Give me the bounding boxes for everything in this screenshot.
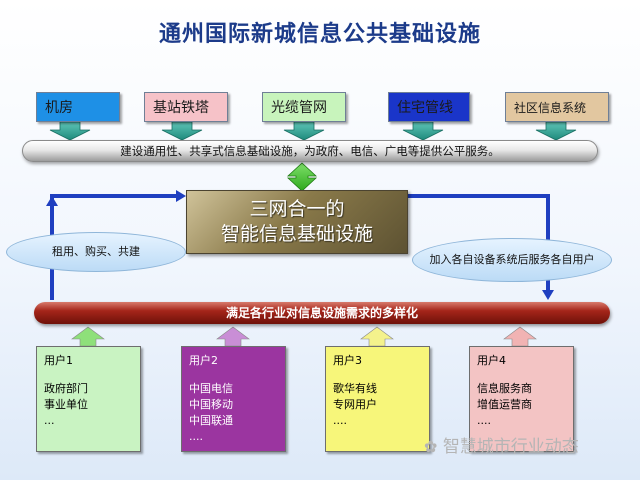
- user-title: 用户2: [189, 354, 218, 367]
- ellipse-left: 租用、购买、共建: [6, 232, 186, 272]
- diversified-demand-bar: 满足各行业对信息设施需求的多样化: [34, 302, 610, 324]
- user-line: 信息服务商: [477, 382, 532, 395]
- user-line: 政府部门: [44, 382, 88, 395]
- user-line: 事业单位: [44, 398, 88, 411]
- top-box-shequ: 社区信息系统: [505, 92, 609, 122]
- center-double-arrow: [286, 162, 318, 192]
- user-line: ....: [477, 414, 491, 427]
- user-line: 中国移动: [189, 398, 233, 411]
- top-box-label: 机房: [45, 100, 73, 116]
- user-line: ....: [333, 414, 347, 427]
- user-title: 用户4: [477, 354, 506, 367]
- user-box-4: 用户4 信息服务商 增值运营商 ....: [469, 346, 574, 452]
- user-line: ...: [44, 414, 55, 427]
- center-line-1: 三网合一的: [249, 198, 345, 220]
- center-line-2: 智能信息基础设施: [220, 223, 373, 245]
- user-line: 歌华有线: [333, 382, 377, 395]
- page-title: 通州国际新城信息公共基础设施: [158, 22, 481, 47]
- shared-infrastructure-bar: 建设通用性、共享式信息基础设施，为政府、电信、广电等提供公平服务。: [22, 140, 598, 162]
- user-line: ....: [189, 430, 203, 443]
- center-infrastructure-box: 三网合一的 智能信息基础设施: [186, 190, 408, 254]
- watermark-text: 智慧城市行业动态: [442, 437, 579, 457]
- user-title: 用户1: [44, 354, 73, 367]
- ellipse-right: 加入各自设备系统后服务各自用户: [412, 238, 612, 282]
- top-box-label: 基站铁塔: [153, 100, 209, 116]
- wechat-icon: ✿: [424, 437, 438, 456]
- user-line: 中国联通: [189, 414, 233, 427]
- user-line: 中国电信: [189, 382, 233, 395]
- watermark: ✿ 智慧城市行业动态: [424, 432, 579, 457]
- top-box-label: 社区信息系统: [514, 101, 587, 115]
- top-box-zhuzhai: 住宅管线: [388, 92, 470, 122]
- user-box-3: 用户3 歌华有线 专网用户 ....: [325, 346, 430, 452]
- user-line: 增值运营商: [477, 398, 532, 411]
- top-box-label: 光缆管网: [271, 100, 327, 116]
- top-down-arrows: [49, 121, 577, 141]
- top-box-label: 住宅管线: [397, 100, 453, 116]
- user-title: 用户3: [333, 354, 362, 367]
- user-line: 专网用户: [333, 398, 377, 411]
- top-box-guanglan: 光缆管网: [262, 92, 346, 122]
- user-up-arrows: [71, 326, 537, 347]
- user-box-1: 用户1 政府部门 事业单位 ...: [36, 346, 141, 452]
- user-box-2: 用户2 中国电信 中国移动 中国联通 ....: [181, 346, 286, 452]
- top-box-jifang: 机房: [36, 92, 120, 122]
- top-box-jizhan: 基站铁塔: [144, 92, 228, 122]
